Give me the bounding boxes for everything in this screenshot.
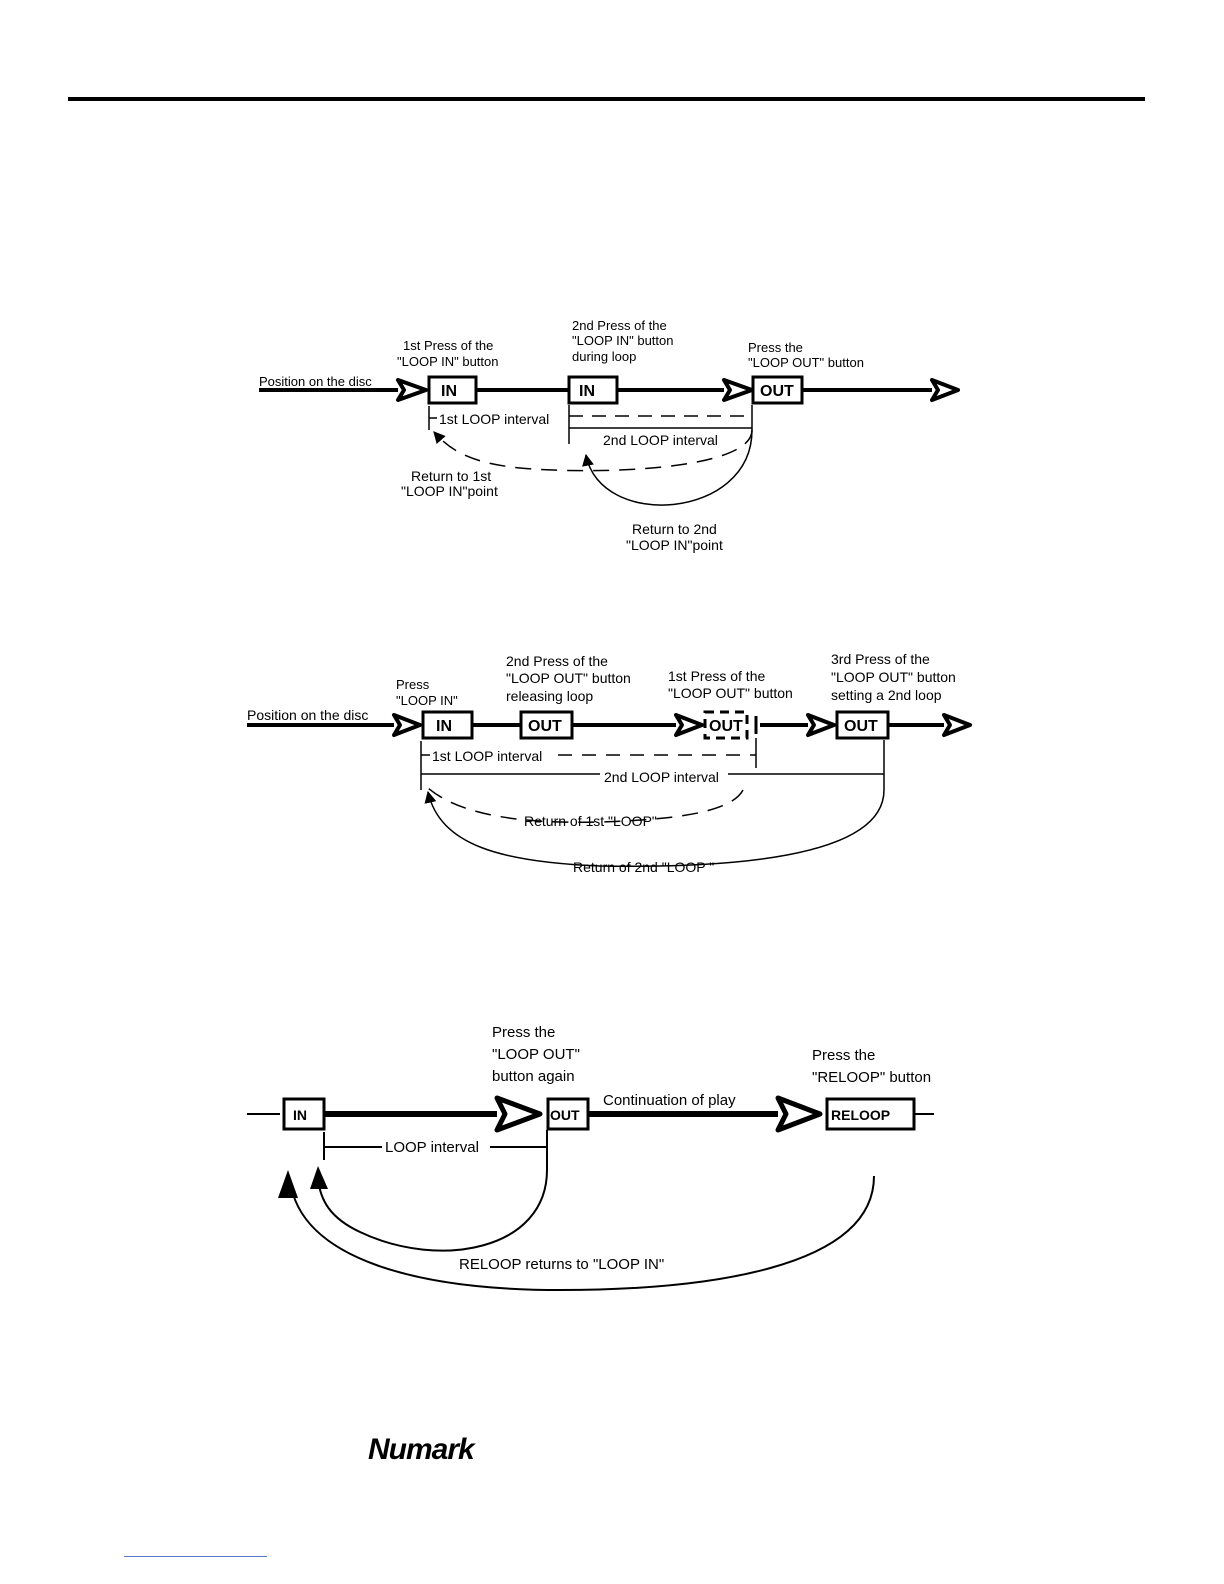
diagram-3: IN OUT RELOOP Press the "LOOP OUT" butto…: [247, 1024, 934, 1292]
return-first-line1: Return to 1st: [411, 468, 491, 484]
play-arrow-icon: [775, 1095, 823, 1133]
loop-out-box-2nd-press-label: OUT: [528, 718, 562, 735]
play-arrow-icon: [396, 378, 428, 402]
diagram-1: Position on the disc IN IN OUT 1st Press…: [259, 318, 960, 553]
loop-out-box-2nd-press: [519, 710, 574, 740]
footer-link-underline: [124, 1556, 267, 1557]
press-out-line2: "LOOP OUT" button: [748, 355, 864, 370]
press-out-line1: Press the: [492, 1024, 555, 1041]
header-rule: [68, 97, 1145, 101]
first-interval-label: 1st LOOP interval: [432, 748, 542, 764]
loop-in-box-label: IN: [293, 1107, 307, 1123]
play-arrow-icon: [494, 1095, 543, 1133]
first-press-line2: "LOOP IN" button: [397, 354, 499, 369]
third-press-line1: 3rd Press of the: [831, 651, 930, 667]
loop-out-box: [751, 375, 804, 405]
return-second-arc: [582, 429, 753, 506]
return-second-line1: Return to 2nd: [632, 521, 717, 537]
position-label: Position on the disc: [259, 374, 372, 389]
second-interval-label: 2nd LOOP interval: [604, 769, 719, 785]
return-first-arc: [433, 429, 753, 472]
arrowhead-icon: [278, 1170, 298, 1198]
loop-return-arc: [317, 1169, 548, 1252]
second-press-line1: 2nd Press of the: [506, 653, 608, 669]
continuation-label: Continuation of play: [603, 1092, 736, 1109]
second-press-line2: "LOOP OUT" button: [506, 670, 631, 686]
reloop-return-arc: [289, 1175, 875, 1292]
second-press-line1: 2nd Press of the: [572, 318, 667, 333]
loop-out-box-3rd-press-label: OUT: [844, 718, 878, 735]
second-interval-label: 2nd LOOP interval: [603, 432, 718, 448]
third-press-line3: setting a 2nd loop: [831, 687, 942, 703]
loop-interval-label: LOOP interval: [385, 1139, 479, 1156]
loop-in-box-label: IN: [441, 383, 457, 400]
second-press-line3: releasing loop: [506, 688, 593, 704]
loop-in-box-label: IN: [436, 718, 452, 735]
return-first-arc: [427, 787, 744, 824]
third-press-line2: "LOOP OUT" button: [831, 669, 956, 685]
press-reloop-line1: Press the: [812, 1047, 875, 1064]
return-second-line2: "LOOP IN"point: [626, 537, 723, 553]
first-press-line2: "LOOP OUT" button: [668, 685, 793, 701]
play-arrow-icon: [722, 378, 754, 402]
press-in-line1: Press: [396, 677, 430, 692]
position-label-2: Position on the disc: [247, 707, 368, 723]
play-arrow-icon: [674, 713, 704, 737]
reloop-returns-label: RELOOP returns to "LOOP IN": [459, 1256, 664, 1273]
press-in-line2: "LOOP IN": [396, 693, 458, 708]
end-arrow-icon: [930, 378, 960, 402]
return-second-arc: [424, 789, 885, 867]
first-press-line1: 1st Press of the: [668, 668, 765, 684]
press-out-line3: button again: [492, 1068, 575, 1085]
press-reloop-line2: "RELOOP" button: [812, 1069, 931, 1086]
loop-in-box: [427, 375, 478, 405]
play-arrow-icon: [806, 713, 836, 737]
play-arrow-icon: [392, 713, 422, 737]
loop-out-box-1st-press-label: OUT: [709, 718, 743, 735]
numark-logo: Numark: [368, 1433, 475, 1466]
loop-in-box-2-label: IN: [579, 383, 595, 400]
second-press-line3: during loop: [572, 349, 636, 364]
second-press-line2: "LOOP IN" button: [572, 333, 674, 348]
press-out-line1: Press the: [748, 340, 803, 355]
first-interval-label: 1st LOOP interval: [439, 411, 549, 427]
diagram-2: Position on the disc IN OUT OUT OUT Pres…: [247, 651, 972, 875]
return-first-line2: "LOOP IN"point: [401, 483, 498, 499]
arrowhead-icon: [310, 1166, 328, 1189]
first-press-line1: 1st Press of the: [403, 338, 493, 353]
loop-out-box-label: OUT: [550, 1107, 580, 1123]
return-first-label: Return of 1st "LOOP": [524, 813, 657, 829]
reloop-box-label: RELOOP: [831, 1107, 890, 1123]
loop-out-box-1st-press: [703, 710, 749, 740]
return-second-label: Return of 2nd "LOOP ": [573, 859, 714, 875]
loop-out-box-label: OUT: [760, 383, 794, 400]
press-out-line2: "LOOP OUT": [492, 1046, 580, 1063]
end-arrow-icon: [942, 713, 972, 737]
